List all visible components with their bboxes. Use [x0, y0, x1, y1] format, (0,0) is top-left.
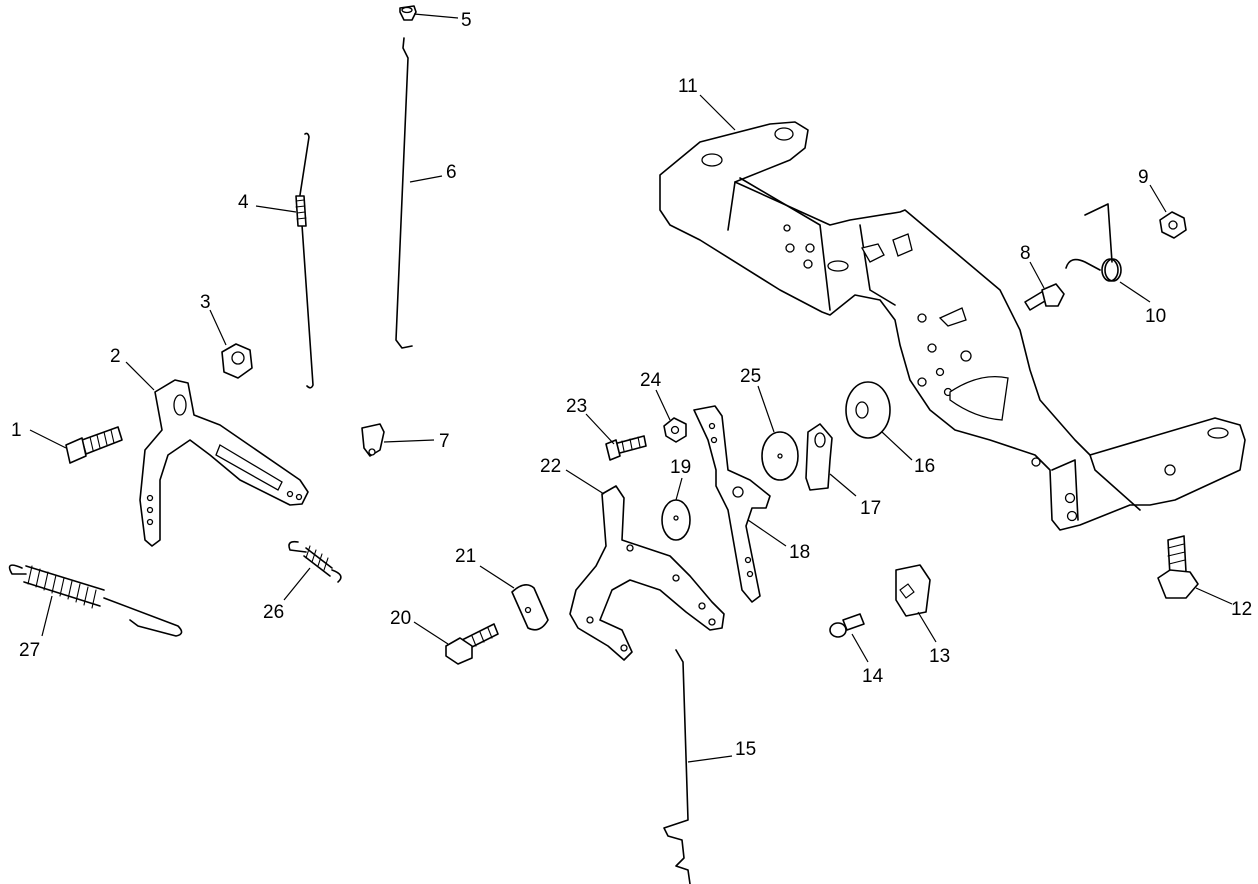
callout-1: 1	[11, 420, 22, 441]
callout-23: 23	[566, 396, 587, 417]
part-25-washer[interactable]	[761, 431, 799, 481]
callout-12: 12	[1231, 599, 1252, 620]
callout-10: 10	[1145, 306, 1166, 327]
callout-9: 9	[1138, 167, 1149, 188]
callout-24: 24	[640, 370, 662, 391]
callout-13: 13	[929, 646, 950, 667]
callout-18: 18	[789, 542, 810, 563]
callout-3: 3	[200, 292, 211, 313]
part-20-bolt[interactable]	[445, 623, 499, 665]
part-15-link-rod[interactable]	[663, 649, 691, 884]
callout-2: 2	[110, 346, 121, 367]
callout-16: 16	[914, 456, 935, 477]
part-7-cable-clip[interactable]	[361, 423, 385, 457]
part-6-link-rod[interactable]	[395, 37, 413, 349]
part-4-spring-rod[interactable]	[295, 132, 314, 389]
part-16-washer[interactable]	[845, 381, 891, 439]
part-5-bushing[interactable]	[399, 5, 417, 21]
part-26-extension-spring[interactable]	[288, 540, 342, 583]
part-11-control-bracket[interactable]	[659, 121, 1246, 531]
part-12-flange-bolt[interactable]	[1157, 535, 1199, 599]
part-21-washer[interactable]	[511, 584, 549, 631]
part-3-hex-nut[interactable]	[221, 343, 253, 379]
part-9-hex-nut[interactable]	[1159, 211, 1187, 239]
part-8-bolt[interactable]	[1024, 283, 1065, 311]
callout-27: 27	[19, 640, 40, 661]
part-19-washer[interactable]	[661, 499, 691, 541]
part-24-hex-nut[interactable]	[663, 417, 687, 443]
callout-20: 20	[390, 608, 411, 629]
callout-labels: 1 2 3 4 5 6 7 8 9 10 11 12 13 14 15 16 1…	[11, 10, 1252, 760]
callout-22: 22	[540, 456, 561, 477]
callout-7: 7	[439, 431, 450, 452]
callout-19: 19	[670, 457, 691, 478]
callout-15: 15	[735, 739, 756, 760]
callout-21: 21	[455, 546, 476, 567]
callout-4: 4	[238, 192, 249, 213]
leader-lines	[29, 13, 1233, 763]
part-14-shoulder-screw[interactable]	[829, 613, 865, 638]
callout-6: 6	[446, 162, 457, 183]
callout-11: 11	[678, 76, 698, 97]
part-17-bracket[interactable]	[805, 423, 833, 491]
part-10-torsion-spring[interactable]	[1065, 203, 1122, 282]
part-23-screw[interactable]	[605, 435, 647, 461]
part-2-throttle-lever[interactable]	[139, 379, 309, 547]
callout-5: 5	[461, 10, 472, 31]
callout-17: 17	[860, 498, 881, 519]
part-18-lever[interactable]	[693, 405, 771, 603]
part-13-clip[interactable]	[895, 564, 931, 617]
part-1-bolt[interactable]	[65, 426, 123, 464]
callout-26: 26	[263, 602, 284, 623]
part-27-extension-spring[interactable]	[8, 564, 183, 637]
callout-14: 14	[862, 666, 884, 687]
part-22-choke-plate[interactable]	[569, 485, 725, 661]
callout-25: 25	[740, 366, 761, 387]
callout-8: 8	[1020, 243, 1031, 264]
